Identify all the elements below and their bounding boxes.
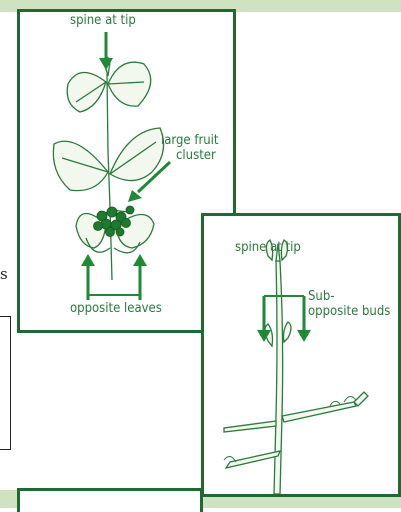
twig-drawing: [204, 216, 398, 494]
label-opposite-buds: opposite buds: [308, 304, 390, 319]
clipped-edge-text: s: [0, 265, 8, 283]
label-spine-at-tip-2: spine at tip: [235, 240, 301, 255]
label-large-fruit: large fruit: [161, 133, 219, 148]
label-spine-at-tip: spine at tip: [70, 13, 136, 28]
label-cluster: cluster: [176, 148, 216, 163]
twig-illustration-panel: spine at tip Sub- opposite buds: [201, 213, 401, 497]
label-sub: Sub-: [308, 289, 335, 304]
clipped-edge-frame: [0, 316, 11, 450]
lower-panel-edge: [17, 488, 203, 512]
label-opposite-leaves: opposite leaves: [70, 301, 162, 316]
